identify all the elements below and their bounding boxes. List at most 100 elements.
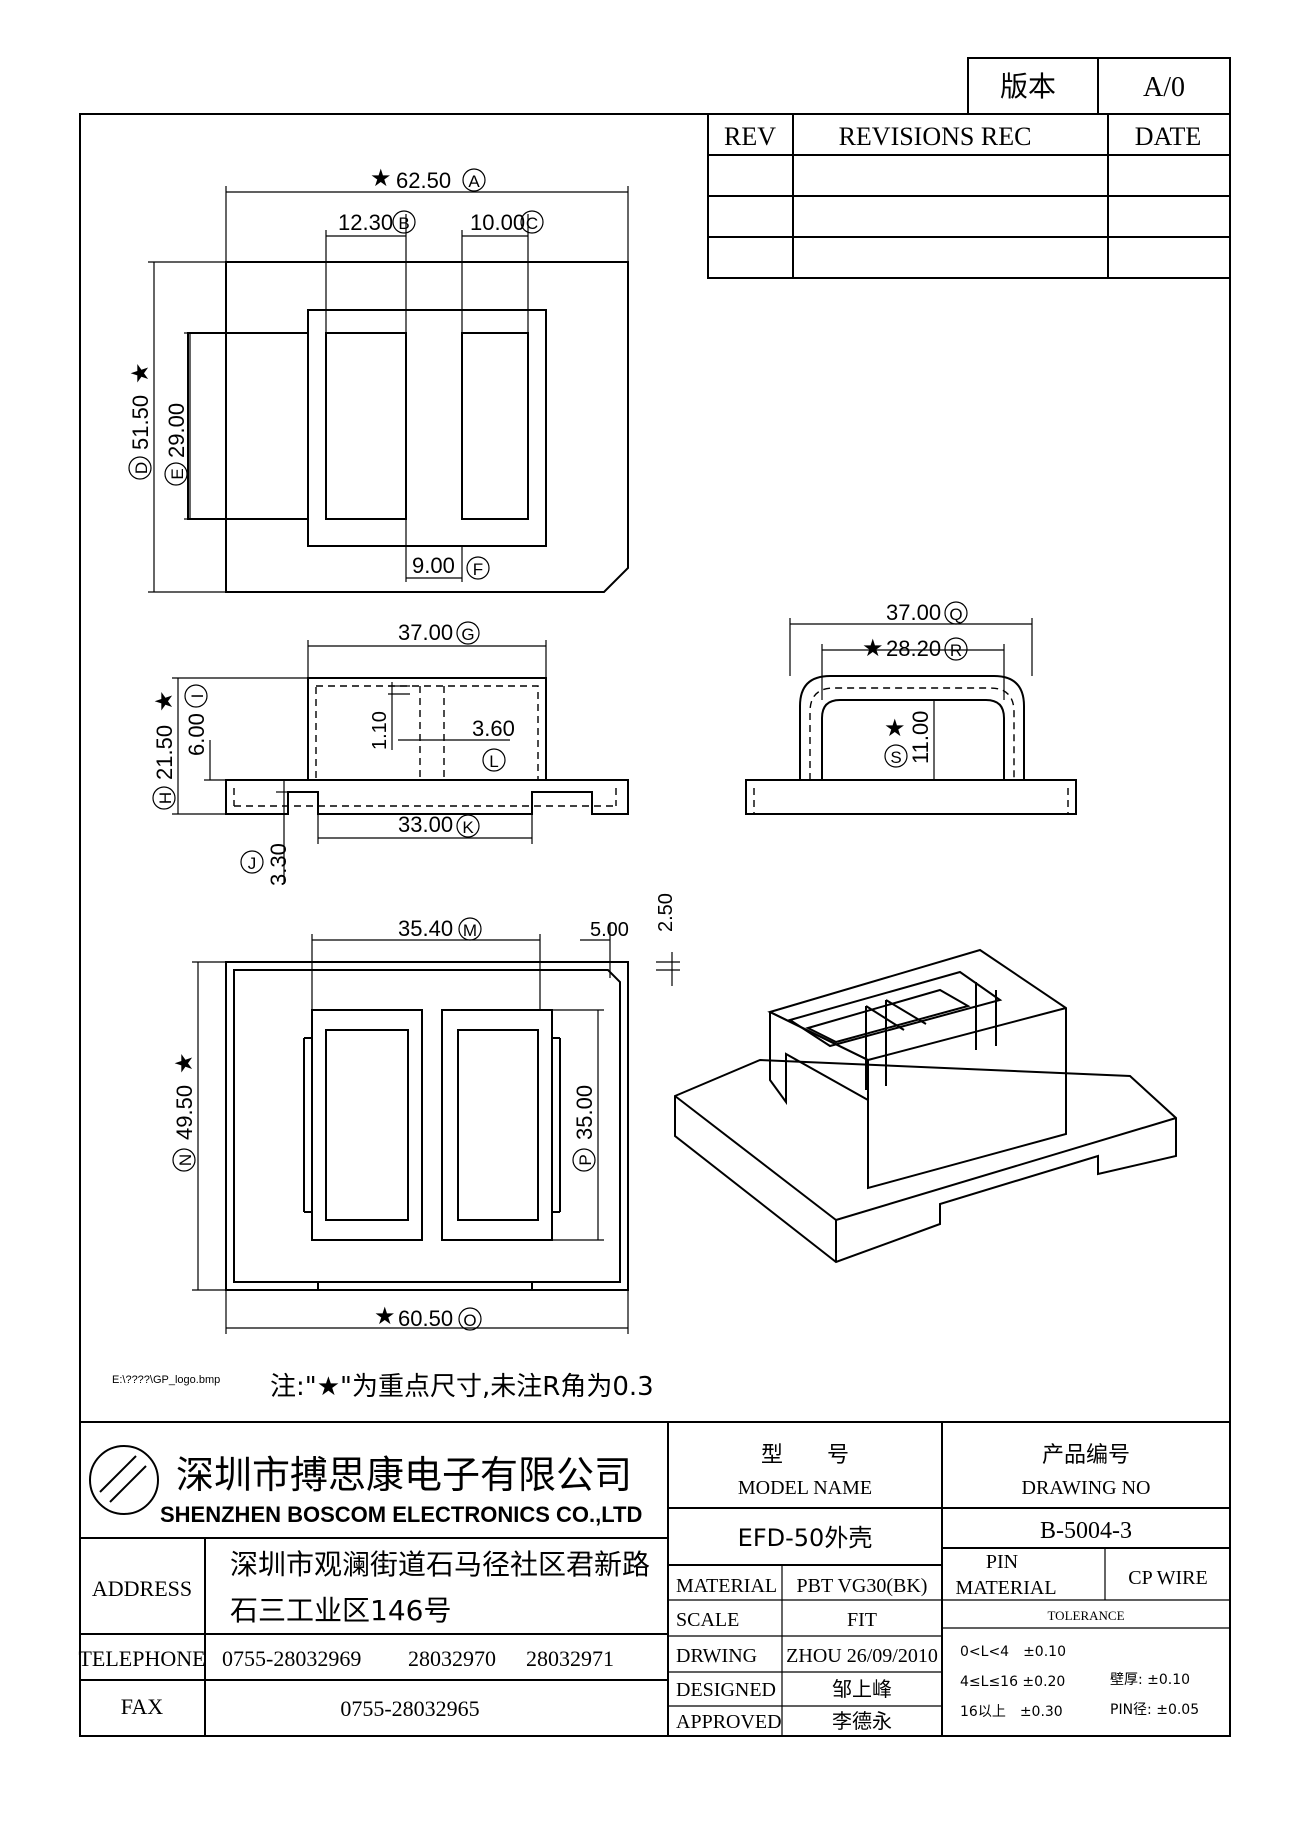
fax-number: 0755-28032965	[340, 1696, 479, 1721]
version-box: 版本 A/0	[967, 57, 1231, 115]
designed-value: 邹上峰	[832, 1677, 892, 1701]
scale-value: FIT	[847, 1609, 877, 1631]
material-label: MATERIAL	[676, 1575, 777, 1597]
tolerance-wall: 壁厚: ±0.10	[1110, 1672, 1190, 1688]
dim-e-letter: E	[168, 468, 187, 479]
dim-r-letter: R	[950, 641, 962, 660]
star-mark: ★	[150, 690, 178, 712]
dim-5-value: 5.00	[590, 919, 629, 941]
bottom-view	[192, 924, 680, 1334]
dim-i-value: 6.00	[184, 713, 209, 756]
tolerance-row-2: 4≤L≤16 ±0.20	[960, 1674, 1065, 1690]
pin-material-value: CP WIRE	[1128, 1567, 1207, 1589]
dim-e-value: 29.00	[164, 403, 189, 458]
dim-q-value: 37.00	[886, 600, 941, 625]
dim-g-value: 37.00	[398, 620, 453, 645]
approved-value: 李德永	[832, 1709, 892, 1733]
dim-s-value: 11.00	[908, 711, 933, 764]
dim-j-letter: J	[248, 854, 257, 873]
dim-p-value: 35.00	[572, 1085, 597, 1140]
dim-q-letter: Q	[949, 605, 962, 624]
company-name-en: SHENZHEN BOSCOM ELECTRONICS CO.,LTD	[160, 1502, 642, 1527]
dim-k-value: 33.00	[398, 812, 453, 837]
drawing-border	[79, 113, 1231, 1737]
logo-path-label: E:\????\GP_logo.bmp	[112, 1374, 220, 1386]
tolerance-label: TOLERANCE	[1047, 1608, 1124, 1623]
pin-material-label: MATERIAL	[955, 1577, 1056, 1599]
address-line1: 深圳市观澜街道石马径社区君新路	[230, 1548, 650, 1581]
telephone-label: TELEPHONE	[78, 1646, 205, 1671]
dim-d-letter: D	[132, 462, 151, 474]
model-label-cn: 型 号	[761, 1443, 849, 1468]
dim-s-letter: S	[890, 748, 901, 767]
telephone-number-3: 28032971	[526, 1646, 614, 1671]
dim-n-letter: N	[176, 1154, 195, 1166]
title-block: 深圳市搏思康电子有限公司 SHENZHEN BOSCOM ELECTRONICS…	[78, 1421, 1230, 1736]
pin-label: PIN	[986, 1551, 1018, 1573]
tolerance-pin-diameter: PIN径: ±0.05	[1110, 1702, 1199, 1718]
designed-label: DESIGNED	[676, 1679, 776, 1701]
side-view	[745, 618, 1077, 815]
dimension-labels: ★ 62.50 A 12.30 B 10.00 C 51.50 D ★ 29.0…	[126, 164, 968, 1331]
company-name-cn: 深圳市搏思康电子有限公司	[176, 1453, 632, 1497]
star-mark: ★	[170, 1052, 198, 1074]
material-value: PBT VG30(BK)	[797, 1575, 928, 1597]
dim-n-value: 49.50	[172, 1085, 197, 1140]
dim-f-value: 9.00	[412, 553, 455, 578]
dim-g-letter: G	[461, 625, 474, 644]
version-label: 版本	[1000, 70, 1056, 103]
dim-b-letter: B	[398, 214, 409, 233]
version-value: A/0	[1143, 72, 1185, 103]
dim-l-letter: L	[489, 752, 498, 771]
fax-label: FAX	[121, 1694, 163, 1719]
top-view	[148, 186, 629, 593]
dim-h-value: 21.50	[152, 725, 177, 780]
dim-p-letter: P	[576, 1154, 595, 1165]
address-label: ADDRESS	[92, 1576, 192, 1601]
drwing-value: ZHOU 26/09/2010	[786, 1645, 938, 1667]
isometric-view	[674, 948, 1177, 1264]
dim-c-value: 10.00	[470, 210, 525, 235]
star-mark: ★	[374, 1302, 396, 1330]
tolerance-row-3: 16以上 ±0.30	[960, 1704, 1063, 1720]
star-mark: ★	[862, 634, 884, 662]
dimension-note: 注:"★"为重点尺寸,未注R角为0.3	[270, 1372, 654, 1402]
dim-m-letter: M	[463, 921, 477, 940]
approved-label: APPROVED	[676, 1711, 782, 1733]
drawing-number-value: B-5004-3	[1040, 1518, 1132, 1544]
dim-f-letter: F	[473, 560, 483, 579]
star-mark: ★	[884, 714, 906, 742]
revisions-rec-header: REVISIONS REC	[839, 122, 1032, 151]
dim-o-value: 60.50	[398, 1306, 453, 1331]
dim-m-value: 35.40	[398, 916, 453, 941]
model-label-en: MODEL NAME	[738, 1477, 872, 1499]
drwing-label: DRWING	[676, 1645, 757, 1667]
telephone-number-1: 0755-28032969	[222, 1646, 361, 1671]
dim-l-height-value: 1.10	[369, 711, 391, 750]
dim-k-letter: K	[462, 818, 474, 837]
star-mark: ★	[126, 362, 154, 384]
drawing-label-en: DRAWING NO	[1022, 1477, 1151, 1499]
revisions-table: REV REVISIONS REC DATE	[707, 113, 1231, 279]
dim-i-letter: I	[188, 694, 207, 699]
dim-a-value: 62.50	[396, 168, 451, 193]
dim-j-value: 3.30	[266, 843, 291, 886]
dim-l-value: 3.60	[472, 716, 515, 741]
dim-c-letter: C	[526, 214, 538, 233]
dim-b-value: 12.30	[338, 210, 393, 235]
scale-label: SCALE	[676, 1609, 739, 1631]
address-line2: 石三工业区146号	[230, 1594, 451, 1627]
dim-a-letter: A	[468, 172, 480, 191]
date-header: DATE	[1135, 122, 1201, 151]
star-mark: ★	[370, 164, 392, 192]
telephone-number-2: 28032970	[408, 1646, 496, 1671]
drawing-label-cn: 产品编号	[1042, 1443, 1130, 1468]
dim-2-5-value: 2.50	[655, 893, 677, 932]
model-name-value: EFD-50外壳	[738, 1524, 873, 1552]
front-view	[172, 640, 629, 884]
company-logo	[89, 1445, 159, 1515]
tolerance-row-1: 0<L<4 ±0.10	[960, 1644, 1066, 1660]
dim-r-value: 28.20	[886, 636, 941, 661]
dim-d-value: 51.50	[128, 395, 153, 450]
